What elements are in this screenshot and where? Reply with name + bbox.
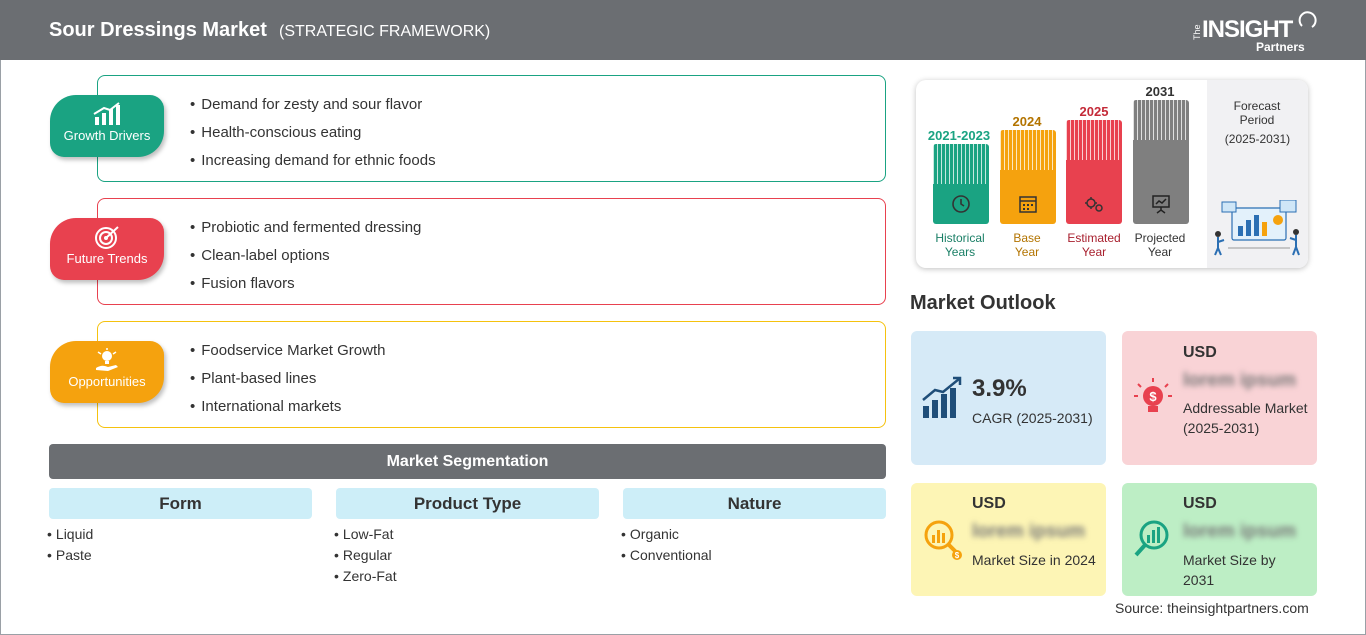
lightbulb-dollar-icon: $ <box>1134 378 1172 412</box>
opportunities-label: Opportunities <box>68 374 146 389</box>
header-bar: Sour Dressings Market (STRATEGIC FRAMEWO… <box>0 0 1366 60</box>
timeline-label-estimated: Estimated Year <box>1056 231 1132 259</box>
timeline-bar-projected <box>1133 100 1189 224</box>
cagr-label: CAGR (2025-2031) <box>972 410 1093 426</box>
magnifier-growth-icon <box>1134 520 1169 557</box>
list-item: Zero-Fat <box>334 568 397 589</box>
addressable-usd: USD <box>1183 344 1217 361</box>
list-item: Conventional <box>621 547 712 568</box>
list-item: Liquid <box>47 526 93 547</box>
timeline-label-historical: Historical Years <box>922 231 998 259</box>
size-2024-value-blurred: lorem ipsum <box>972 521 1085 542</box>
cagr-value: 3.9% <box>972 375 1027 402</box>
logo-the-text: The <box>1192 24 1202 40</box>
addressable-value-blurred: lorem ipsum <box>1183 370 1296 391</box>
list-item: Increasing demand for ethnic foods <box>190 152 435 180</box>
list-item: International markets <box>190 398 386 426</box>
list-item: Demand for zesty and sour flavor <box>190 96 436 124</box>
addressable-label: Addressable Market (2025-2031) <box>1183 400 1308 436</box>
timeline-label-line: Years <box>944 245 976 259</box>
timeline-label-line: Year <box>1081 245 1107 259</box>
segment-list-nature: Organic Conventional <box>621 526 712 568</box>
page-title: Sour Dressings Market <box>49 19 267 41</box>
segment-heading-form: Form <box>49 488 312 519</box>
segment-list-product-type: Low-Fat Regular Zero-Fat <box>334 526 397 589</box>
growth-drivers-list: Demand for zesty and sour flavor Health-… <box>190 96 436 180</box>
opportunities-list: Foodservice Market Growth Plant-based li… <box>190 342 386 426</box>
segment-list-form: Liquid Paste <box>47 526 93 568</box>
forecast-period-range: (2025-2031) <box>1224 132 1291 146</box>
size-2031-label: Market Size by 2031 <box>1183 552 1276 588</box>
timeline-year-historical: 2021-2023 <box>927 128 991 143</box>
growth-drivers-badge: Growth Drivers <box>50 95 164 157</box>
timeline-panel: Forecast Period (2025-2031) 2021-2023 Hi… <box>916 80 1308 268</box>
size-2024-usd: USD <box>972 495 1006 512</box>
size-2031-usd: USD <box>1183 495 1217 512</box>
size-2024-label: Market Size in 2024 <box>972 552 1096 568</box>
list-item: Organic <box>621 526 712 547</box>
target-icon <box>95 226 119 249</box>
gears-icon <box>1085 197 1103 212</box>
growth-chart-icon <box>922 376 962 418</box>
timeline-bar-estimated <box>1066 120 1122 224</box>
svg-text:$: $ <box>955 551 960 560</box>
timeline-label-base: Base Year <box>989 231 1065 259</box>
presentation-icon <box>1152 195 1170 214</box>
list-item: Low-Fat <box>334 526 397 547</box>
timeline-bar-base <box>1000 130 1056 224</box>
insight-partners-logo: The INSIGHT Partners <box>1190 10 1320 54</box>
list-item: Regular <box>334 547 397 568</box>
bar-chart-growth-icon <box>93 102 120 125</box>
timeline-label-line: Estimated <box>1067 231 1121 245</box>
timeline-label-line: Base <box>1013 231 1041 245</box>
list-item: Health-conscious eating <box>190 124 436 152</box>
segment-heading-product-type: Product Type <box>336 488 599 519</box>
market-size-2024-card: $ USD lorem ipsum Market Size in 2024 <box>911 483 1106 596</box>
future-trends-box: Probiotic and fermented dressing Clean-l… <box>97 198 886 305</box>
list-item: Fusion flavors <box>190 275 421 303</box>
forecast-period-title: Forecast Period <box>1233 99 1281 127</box>
timeline-bar-historical <box>933 144 989 224</box>
growth-drivers-box: Demand for zesty and sour flavor Health-… <box>97 75 886 182</box>
page-subtitle: (STRATEGIC FRAMEWORK) <box>279 23 491 40</box>
logo-insight-text: INSIGHT <box>1202 16 1293 43</box>
list-item: Clean-label options <box>190 247 421 275</box>
timeline-label-line: Year <box>1014 245 1040 259</box>
logo-partners-text: Partners <box>1256 40 1305 54</box>
addressable-market-card: $ USD lorem ipsum Addressable Market (20… <box>1122 331 1317 465</box>
list-item: Paste <box>47 547 93 568</box>
future-trends-list: Probiotic and fermented dressing Clean-l… <box>190 219 421 303</box>
growth-drivers-label: Growth Drivers <box>63 128 151 143</box>
opportunities-badge: Opportunities <box>50 341 164 403</box>
list-item: Plant-based lines <box>190 370 386 398</box>
market-size-2031-card: USD lorem ipsum Market Size by 2031 <box>1122 483 1317 596</box>
timeline-label-line: Projected <box>1134 231 1186 245</box>
lightbulb-hand-icon <box>96 348 118 371</box>
market-outlook-title: Market Outlook <box>910 292 1056 314</box>
future-trends-label: Future Trends <box>66 251 148 266</box>
history-icon <box>952 195 970 213</box>
timeline-year-base: 2024 <box>1012 114 1042 129</box>
calendar-icon <box>1019 196 1037 213</box>
svg-text:$: $ <box>1149 389 1157 404</box>
timeline-year-estimated: 2025 <box>1079 104 1109 119</box>
size-2031-value-blurred: lorem ipsum <box>1183 521 1296 542</box>
timeline-label-line: Historical <box>935 231 985 245</box>
future-trends-badge: Future Trends <box>50 218 164 280</box>
market-segmentation-header: Market Segmentation <box>49 444 886 479</box>
segment-heading-nature: Nature <box>623 488 886 519</box>
timeline-label-projected: Projected Year <box>1122 231 1198 259</box>
magnifier-chart-icon: $ <box>924 520 962 560</box>
source-text: Source: theinsightpartners.com <box>1115 600 1309 616</box>
opportunities-box: Foodservice Market Growth Plant-based li… <box>97 321 886 428</box>
list-item: Foodservice Market Growth <box>190 342 385 370</box>
list-item: Probiotic and fermented dressing <box>190 219 421 247</box>
cagr-card: 3.9% CAGR (2025-2031) <box>911 331 1106 465</box>
logo-arc-icon <box>1298 11 1317 28</box>
timeline-label-line: Year <box>1147 245 1173 259</box>
forecast-illustration-icon <box>1214 200 1300 256</box>
timeline-year-projected: 2031 <box>1145 84 1175 99</box>
